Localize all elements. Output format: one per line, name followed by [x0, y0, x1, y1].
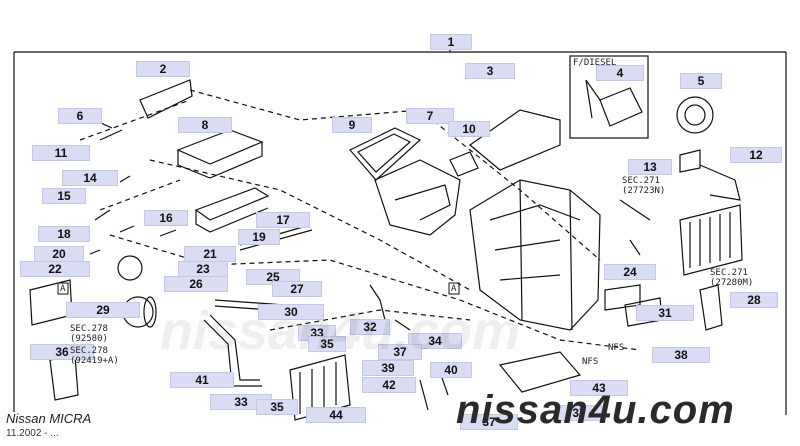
callout-21[interactable]: 21 — [184, 246, 236, 262]
note-sec278-92580: SEC.278 (92580) — [70, 324, 108, 344]
callout-13[interactable]: 13 — [628, 159, 672, 175]
callout-39[interactable]: 39 — [362, 360, 414, 376]
callout-2[interactable]: 2 — [136, 61, 190, 77]
watermark-faint: nissan4u.com — [160, 301, 521, 361]
callout-9[interactable]: 9 — [332, 117, 372, 133]
note-nfs-lower: NFS — [582, 357, 599, 367]
callout-42[interactable]: 42 — [362, 377, 416, 393]
callout-20[interactable]: 20 — [34, 246, 84, 262]
callout-35a[interactable]: 35 — [308, 336, 346, 352]
callout-30[interactable]: 30 — [258, 304, 324, 320]
note-sec278-92419a: SEC.278 (92419+A) — [70, 346, 119, 366]
callout-32[interactable]: 32 — [350, 319, 390, 335]
callout-1[interactable]: 1 — [430, 34, 472, 50]
note-fdiesel: F/DIESEL — [573, 58, 617, 68]
callout-14[interactable]: 14 — [62, 170, 118, 186]
callout-24[interactable]: 24 — [604, 264, 656, 280]
callout-6[interactable]: 6 — [58, 108, 102, 124]
callout-7[interactable]: 7 — [406, 108, 454, 124]
callout-37a[interactable]: 37 — [378, 344, 422, 360]
callout-18[interactable]: 18 — [38, 226, 90, 242]
callout-5[interactable]: 5 — [680, 73, 722, 89]
model-date-range: 11.2002 - ... — [6, 428, 59, 439]
callout-8[interactable]: 8 — [178, 117, 232, 133]
callout-26[interactable]: 26 — [164, 276, 228, 292]
callout-17[interactable]: 17 — [256, 212, 310, 228]
arrow-ref-a-center: A — [451, 284, 457, 294]
callout-12[interactable]: 12 — [730, 147, 782, 163]
callout-29[interactable]: 29 — [66, 302, 140, 318]
callout-37c[interactable]: 37 — [460, 414, 518, 430]
callout-40[interactable]: 40 — [430, 362, 472, 378]
callout-38[interactable]: 38 — [652, 347, 710, 363]
callout-36[interactable]: 36 — [30, 344, 94, 360]
callout-11[interactable]: 11 — [32, 145, 90, 161]
callout-4[interactable]: 4 — [596, 65, 644, 81]
callout-19[interactable]: 19 — [238, 229, 280, 245]
callout-16[interactable]: 16 — [144, 210, 188, 226]
watermark: nissan4u.com — [456, 388, 735, 432]
callout-22[interactable]: 22 — [20, 261, 90, 277]
note-nfs-upper: NFS — [608, 343, 625, 353]
callout-41[interactable]: 41 — [170, 372, 234, 388]
callout-31[interactable]: 31 — [636, 305, 694, 321]
callout-28[interactable]: 28 — [730, 292, 778, 308]
callout-43[interactable]: 43 — [570, 380, 628, 396]
model-name: Nissan MICRA — [6, 411, 92, 426]
callout-27[interactable]: 27 — [272, 281, 322, 297]
callout-3[interactable]: 3 — [465, 63, 515, 79]
note-sec271-27723n: SEC.271 (27723N) — [622, 176, 666, 196]
callout-10[interactable]: 10 — [448, 121, 490, 137]
callout-35b[interactable]: 35 — [256, 399, 298, 415]
arrow-ref-a-left: A — [60, 284, 66, 294]
callout-15[interactable]: 15 — [42, 188, 86, 204]
callout-37b[interactable]: 37 — [556, 405, 602, 421]
callout-44[interactable]: 44 — [306, 407, 366, 423]
callout-23[interactable]: 23 — [178, 261, 228, 277]
note-sec271-27280m: SEC.271 (27280M) — [710, 268, 754, 288]
